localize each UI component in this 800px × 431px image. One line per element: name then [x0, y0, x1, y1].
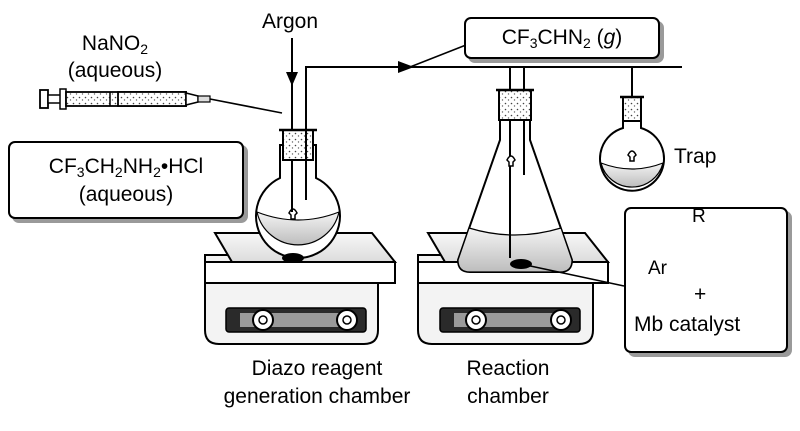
reagents-box: R Ar + Mb catalyst [624, 206, 788, 353]
syringe [39, 88, 283, 114]
amine-part4: •HCl [160, 155, 204, 178]
reaction-chamber-caption: Reaction chamber [448, 355, 568, 411]
catalyst-label: Mb catalyst [634, 313, 741, 336]
amine-sub2: 2 [114, 164, 123, 180]
nano2-formula: NaNO [81, 32, 141, 55]
amine-part3: NH [122, 155, 154, 178]
gas-state: g [603, 26, 616, 49]
plus-sign: + [694, 283, 707, 306]
amine-part2: CH [84, 155, 115, 178]
reaction-leader-line [520, 263, 625, 287]
reaction-chamber-line2: chamber [467, 385, 549, 408]
amine-sub3: 2 [153, 164, 161, 180]
nano2-label: NaNO2 (aqueous) [40, 30, 190, 84]
amine-sub1: 3 [76, 164, 85, 180]
gas-open-paren: ( [590, 26, 604, 49]
alkene-r-label: R [692, 206, 706, 227]
gas-label: CF3CHN2 (g) [466, 26, 658, 50]
gas-part2: CHN [537, 26, 583, 49]
reaction-chamber-line1: Reaction [466, 357, 550, 380]
nano2-phase: (aqueous) [67, 59, 163, 82]
generation-chamber-caption: Diazo reagent generation chamber [212, 355, 422, 411]
gas-part1: CF [501, 26, 530, 49]
amine-phase: (aqueous) [78, 183, 174, 206]
amine-label: CF3CH2NH2•HCl (aqueous) [10, 153, 242, 209]
gas-leader-line [409, 44, 467, 68]
gas-close-paren: ) [615, 26, 623, 49]
amine-label-box: CF3CH2NH2•HCl (aqueous) [8, 141, 244, 219]
erlenmeyer-flask [456, 88, 574, 273]
trap-flask [599, 95, 665, 192]
trap-label: Trap [674, 145, 717, 168]
round-bottom-flask [255, 128, 341, 263]
amine-part1: CF [48, 155, 77, 178]
gas-sub2: 2 [582, 35, 591, 51]
alkene-ar-label: Ar [648, 258, 667, 279]
gas-label-box: CF3CHN2 (g) [464, 17, 660, 59]
generation-chamber-line2: generation chamber [223, 385, 411, 408]
nano2-subscript: 2 [140, 41, 149, 57]
gas-sub1: 3 [529, 35, 538, 51]
generation-chamber-line1: Diazo reagent [251, 357, 383, 380]
argon-label: Argon [262, 10, 319, 33]
